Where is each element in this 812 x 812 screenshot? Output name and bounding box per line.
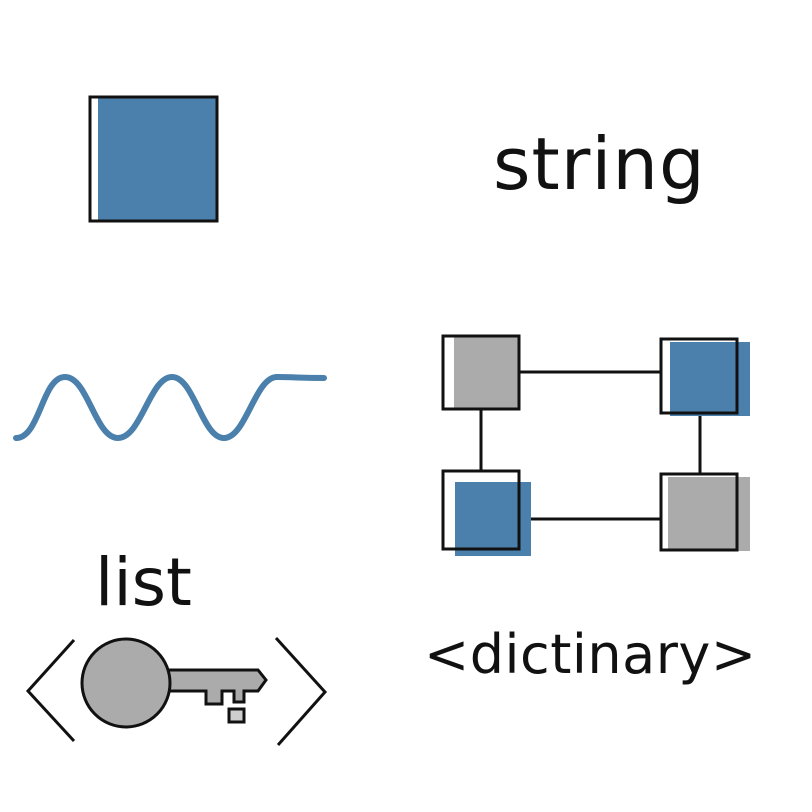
node-top-left (441, 334, 521, 411)
string-label: string (493, 122, 706, 206)
blue-square-icon (88, 95, 219, 223)
key-icon-group (25, 636, 328, 746)
node-top-right (659, 337, 750, 416)
node-network-icon (441, 334, 750, 556)
node-bottom-right (659, 472, 750, 552)
list-label: list (95, 544, 192, 621)
node-bottom-left (441, 469, 531, 556)
wave-icon (13, 373, 327, 442)
right-angle-bracket-icon (274, 636, 328, 746)
left-angle-bracket-icon (25, 638, 76, 743)
key-icon (80, 637, 268, 729)
dictionary-label: <dictinary> (424, 623, 757, 686)
